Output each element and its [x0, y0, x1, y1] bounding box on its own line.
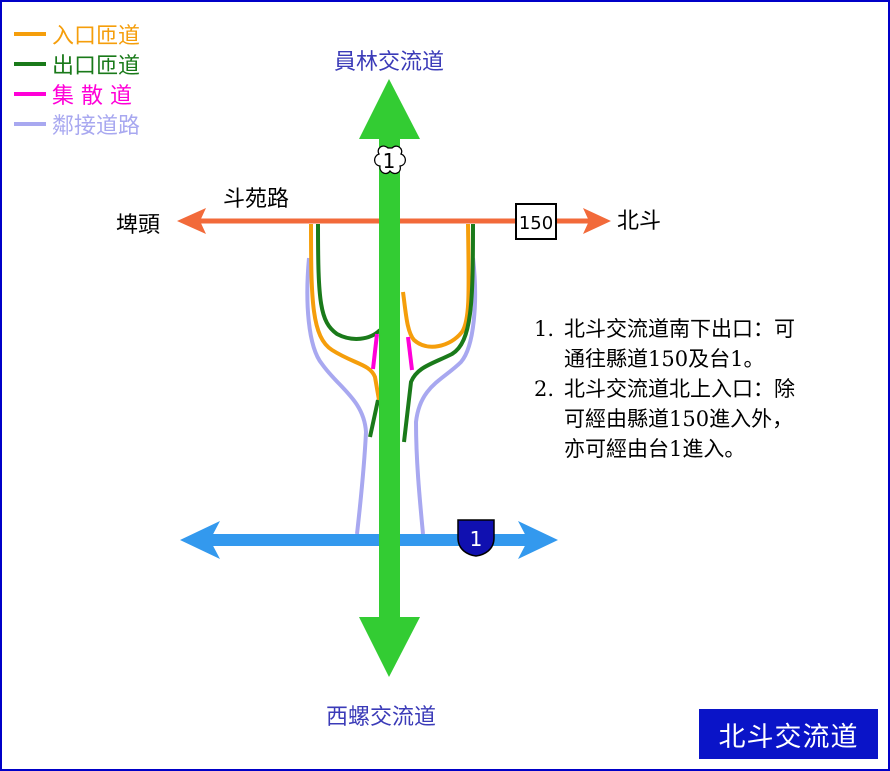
freeway-arrow-north	[359, 79, 420, 139]
exit-ramp-west-lower	[368, 399, 380, 438]
interchange-title: 北斗交流道	[699, 709, 878, 759]
county-shield-number: 150	[519, 213, 553, 234]
note-2-line-1: 北斗交流道北上入口：除	[564, 377, 795, 401]
provincial-road-arrow-east	[518, 521, 558, 559]
legend-label-adjacent: 鄰接道路	[52, 114, 140, 139]
note-1-line-1: 北斗交流道南下出口：可	[564, 317, 795, 341]
label-east: 北斗	[617, 209, 661, 234]
label-west: 埤頭	[116, 213, 160, 238]
legend-label-collector: 集 散 道	[52, 84, 132, 109]
legend-label-exit: 出口匝道	[52, 54, 140, 79]
notes-panel: 1. 北斗交流道南下出口：可 通往縣道150及台1。 2. 北斗交流道北上入口：…	[534, 314, 854, 464]
legend-label-entry: 入口匝道	[52, 24, 140, 49]
exit-ramp-west	[316, 223, 382, 341]
label-north: 員林交流道	[334, 50, 444, 75]
note-1: 1. 北斗交流道南下出口：可 通往縣道150及台1。	[534, 314, 854, 374]
collector-east	[406, 336, 414, 371]
collector-west	[371, 333, 379, 370]
label-south: 西螺交流道	[326, 705, 436, 730]
note-2-line-2: 可經由縣道150進入外，	[564, 407, 794, 431]
provincial-road-shield: 1	[457, 519, 495, 557]
county-road-arrow-west	[177, 208, 206, 234]
note-2-number: 2.	[534, 377, 555, 401]
note-1-line-2: 通往縣道150及台1。	[564, 347, 765, 371]
exit-ramp-east	[402, 223, 475, 443]
entry-ramp-west	[309, 223, 381, 401]
freeway-shield-number: 1	[383, 149, 396, 173]
entry-ramp-east	[401, 223, 471, 349]
note-1-number: 1.	[534, 317, 555, 341]
freeway-shield-icon: 1	[373, 145, 407, 175]
adjacent-road-west	[305, 257, 369, 535]
provincial-shield-number: 1	[470, 527, 483, 551]
note-2-line-3: 亦可經由台1進入。	[564, 437, 746, 461]
county-road-arrow-east	[583, 208, 611, 234]
freeway-arrow-south	[359, 617, 420, 677]
label-road-name: 斗苑路	[223, 187, 289, 212]
adjacent-road-east	[413, 257, 478, 535]
provincial-road-arrow-west	[180, 521, 220, 559]
county-road-shield: 150	[515, 203, 557, 240]
note-2: 2. 北斗交流道北上入口：除 可經由縣道150進入外， 亦可經由台1進入。	[534, 374, 854, 464]
freeway-1	[379, 128, 400, 638]
